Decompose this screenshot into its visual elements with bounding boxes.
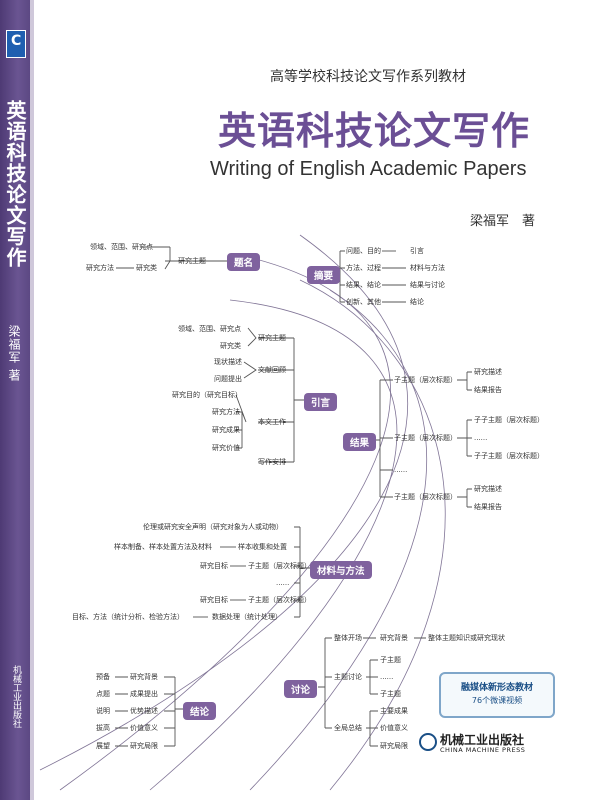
- node-intro-10: 研究成果: [212, 426, 240, 434]
- node-title-3: 研究方法: [86, 264, 114, 272]
- node-abstract-7: 创新、其他: [346, 298, 381, 306]
- node-conclusion-1: 预备: [96, 673, 110, 681]
- node-discussion-11: 研究局限: [380, 742, 408, 750]
- promo-badge: 融媒体新形态教材 76个微课视频: [439, 672, 555, 718]
- node-intro-6: 问题提出: [214, 375, 242, 383]
- spine-title: 英语科技论文写作: [3, 100, 27, 268]
- node-discussion-6: ......: [380, 673, 394, 681]
- node-methods-6: 研究目标: [200, 596, 228, 604]
- node-conclusion-9: 展望: [96, 742, 110, 750]
- node-discussion-4: 主题讨论: [334, 673, 362, 681]
- book-title-en: Writing of English Academic Papers: [210, 158, 527, 180]
- publisher-name-cn: 机械工业出版社: [440, 733, 525, 747]
- node-abstract-5: 结果、结论: [346, 281, 381, 289]
- node-methods-1: 伦理或研究安全声明（研究对象为人或动物）: [143, 523, 283, 531]
- node-abstract-6: 结果与讨论: [410, 281, 445, 289]
- node-discussion-5: 子主题: [380, 656, 401, 664]
- publisher-name-en: CHINA MACHINE PRESS: [440, 746, 526, 754]
- node-discussion-3: 整体主题知识或研究现状: [428, 634, 505, 642]
- node-intro-8: 研究方法: [212, 408, 240, 416]
- node-intro-9: 本文工作: [258, 418, 286, 426]
- node-intro-3: 研究类: [220, 342, 241, 350]
- spine-author: 梁福军 著: [7, 325, 21, 382]
- node-results-s2: 子子主题（层次标题）: [474, 452, 544, 460]
- node-conclusion-3: 点题: [96, 690, 110, 698]
- node-intro-5: 文献回顾: [258, 366, 286, 374]
- publisher-logo-icon: [419, 733, 437, 751]
- spine-publisher: 机械工业出版社: [11, 665, 21, 728]
- node-intro-4: 现状描述: [214, 358, 242, 366]
- node-title-2: 研究主题: [178, 257, 206, 265]
- node-results-sub-1: 子主题（层次标题）: [394, 376, 457, 384]
- section-pill-methods: 材料与方法: [310, 561, 372, 579]
- node-intro-1: 领域、范围、研究点: [178, 325, 241, 333]
- node-discussion-9: 主要成果: [380, 707, 408, 715]
- node-intro-11: 研究价值: [212, 444, 240, 452]
- node-methods-7: 子主题（层次标题）: [248, 596, 311, 604]
- node-intro-7: 研究目的（研究目标）: [172, 391, 242, 399]
- node-discussion-2: 研究背景: [380, 634, 408, 642]
- book-title-cn: 英语科技论文写作: [218, 109, 531, 153]
- node-conclusion-8: 价值意义: [130, 724, 158, 732]
- node-abstract-8: 结论: [410, 298, 424, 306]
- node-conclusion-6: 优势描述: [130, 707, 158, 715]
- section-pill-discussion: 讨论: [284, 680, 318, 698]
- node-results-sub-3: 子主题（层次标题）: [394, 493, 457, 501]
- node-results-r1: 研究描述: [474, 368, 502, 376]
- section-pill-results: 结果: [343, 433, 377, 451]
- node-discussion-10: 价值意义: [380, 724, 408, 732]
- node-abstract-3: 方法、过程: [346, 264, 381, 272]
- node-results-r3: 研究描述: [474, 485, 502, 493]
- section-pill-title: 题名: [227, 253, 261, 271]
- promo-line-2: 76个微课视频: [471, 696, 523, 705]
- publisher-logo-icon: C: [6, 30, 26, 58]
- node-title-4: 研究类: [136, 264, 157, 272]
- node-conclusion-10: 研究局限: [130, 742, 158, 750]
- node-intro-12: 写作安排: [258, 458, 286, 466]
- node-methods-2: 样本制备、样本处置方法及材料: [114, 543, 212, 551]
- node-results-sub-2: 子主题（层次标题）: [394, 434, 457, 442]
- series-name: 高等学校科技论文写作系列教材: [270, 69, 466, 85]
- node-methods-9: 数据处理（统计处理）: [212, 613, 282, 621]
- node-results-s1: 子子主题（层次标题）: [474, 416, 544, 424]
- node-conclusion-4: 成果提出: [130, 690, 158, 698]
- node-methods-3: 样本收集和处置: [238, 543, 287, 551]
- node-abstract-4: 材料与方法: [410, 264, 445, 272]
- node-methods-4: 研究目标: [200, 562, 228, 570]
- node-methods-dots: ......: [276, 579, 290, 587]
- node-results-r2: 结果报告: [474, 386, 502, 394]
- section-pill-conclusion: 结论: [183, 702, 217, 720]
- book-author: 梁福军 著: [470, 214, 536, 229]
- node-conclusion-5: 说明: [96, 707, 110, 715]
- promo-line-1: 融媒体新形态教材: [460, 683, 533, 693]
- section-pill-intro: 引言: [304, 393, 338, 411]
- spine-edge: [30, 0, 34, 800]
- node-title-1: 领域、范围、研究点: [90, 243, 153, 251]
- node-conclusion-2: 研究背景: [130, 673, 158, 681]
- node-conclusion-7: 拔高: [96, 724, 110, 732]
- node-methods-8: 目标、方法（统计分析、检验方法）: [72, 613, 184, 621]
- node-discussion-8: 全局总结: [334, 724, 362, 732]
- node-results-sdots: ......: [474, 434, 488, 442]
- book-spine: C 英语科技论文写作 梁福军 著 机械工业出版社: [0, 0, 30, 800]
- section-pill-abstract: 摘要: [307, 266, 341, 284]
- node-results-dots: ......: [394, 466, 408, 474]
- node-methods-5: 子主题（层次标题）: [248, 562, 311, 570]
- node-abstract-2: 引言: [410, 247, 424, 255]
- node-discussion-7: 子主题: [380, 690, 401, 698]
- node-abstract-1: 问题、目的: [346, 247, 381, 255]
- node-results-r4: 结果报告: [474, 503, 502, 511]
- node-discussion-1: 整体开场: [334, 634, 362, 642]
- node-intro-2: 研究主题: [258, 334, 286, 342]
